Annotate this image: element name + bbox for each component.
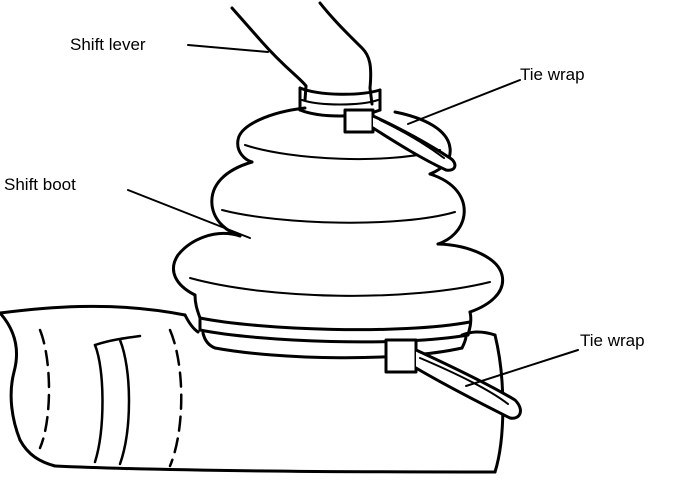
label-shift-lever: Shift lever xyxy=(70,35,146,54)
leader-shift-boot xyxy=(128,190,250,238)
label-tie-wrap-bottom: Tie wrap xyxy=(580,331,645,350)
label-shift-boot: Shift boot xyxy=(4,175,76,194)
leader-tie-wrap-top xyxy=(408,80,520,124)
shift-boot xyxy=(173,108,502,358)
leader-shift-lever xyxy=(188,45,268,52)
leader-lines xyxy=(128,45,578,386)
lower-tie-wrap xyxy=(386,340,520,418)
upper-tie-wrap xyxy=(345,110,455,170)
transmission-housing xyxy=(0,306,503,472)
leader-tie-wrap-bottom xyxy=(466,350,578,386)
shift-lever xyxy=(232,3,380,116)
label-tie-wrap-top: Tie wrap xyxy=(520,65,585,84)
